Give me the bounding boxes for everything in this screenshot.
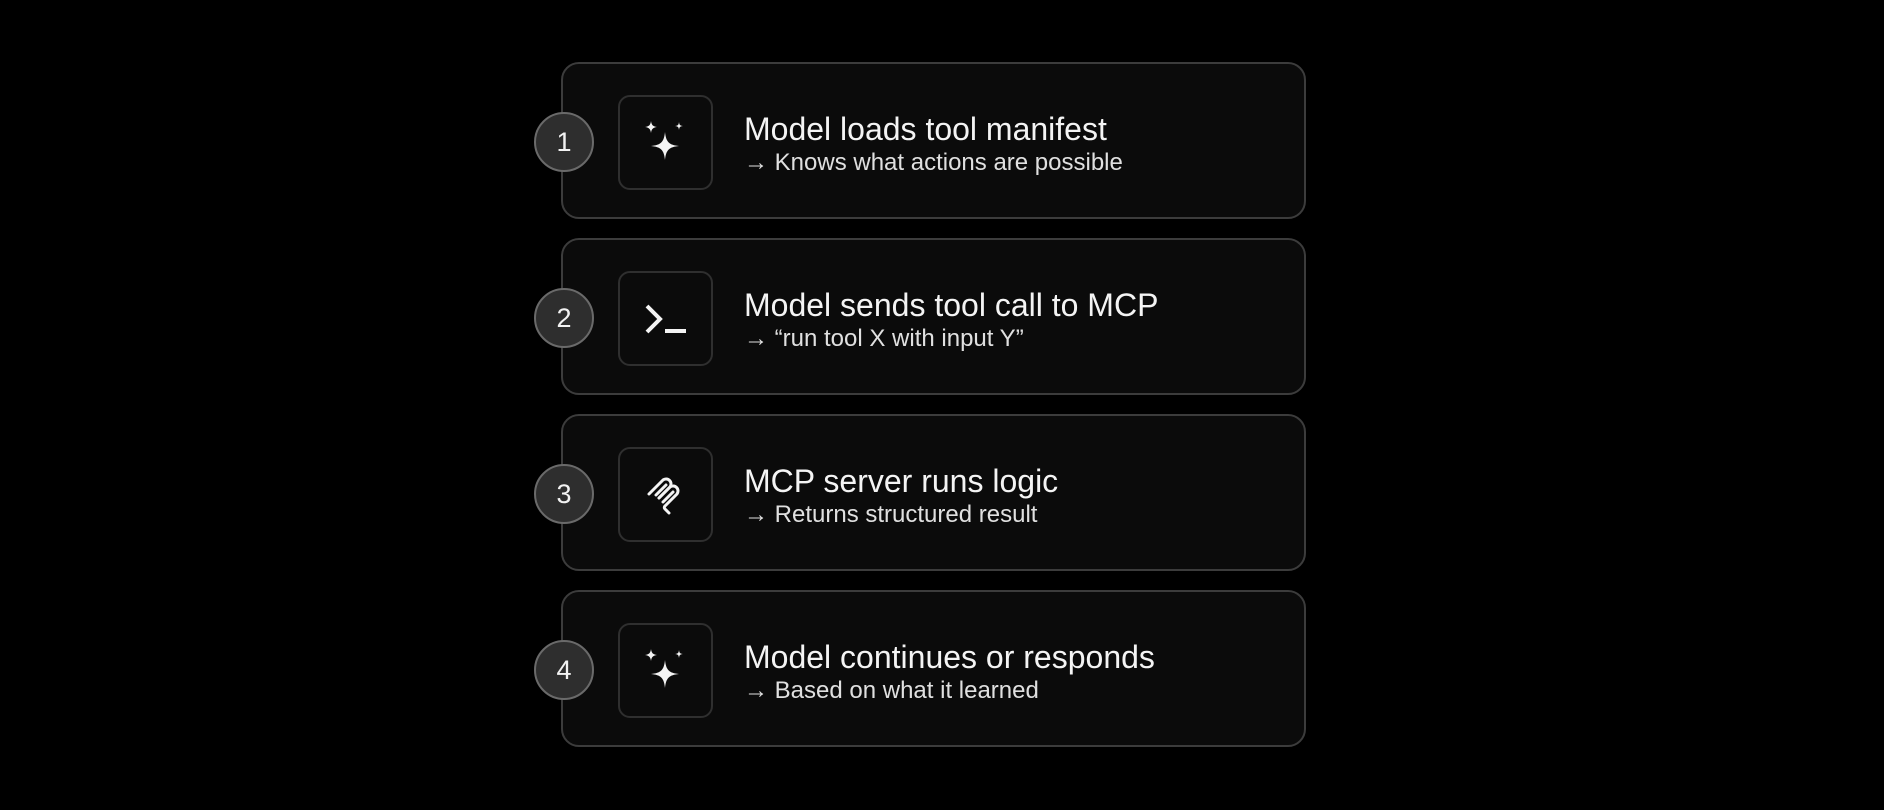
step-title: MCP server runs logic: [744, 463, 1059, 499]
step-number-badge: 2: [534, 288, 594, 348]
step-title: Model sends tool call to MCP: [744, 287, 1159, 323]
step-subtitle: → Knows what actions are possible: [744, 149, 1123, 176]
step-card-2: 2 Model sends tool call to MCP → “run to…: [534, 238, 1306, 395]
sparkles-icon: [644, 120, 683, 160]
terminal-icon: [645, 304, 686, 333]
step-card-4: 4 Model continues or responds → Based on…: [534, 590, 1306, 747]
step-number-badge: 4: [534, 640, 594, 700]
icon-box: [618, 95, 713, 190]
step-subtitle: → “run tool X with input Y”: [744, 325, 1024, 352]
step-subtitle: → Based on what it learned: [744, 677, 1039, 704]
mcp-logo-icon: [647, 477, 679, 514]
step-subtitle: → Returns structured result: [744, 501, 1038, 528]
step-card-1: 1 Model loads tool manifest → Knows what…: [534, 62, 1306, 219]
step-number-badge: 1: [534, 112, 594, 172]
step-card-3: 3 MCP server runs logic → Returns struct…: [534, 414, 1306, 571]
step-title: Model continues or responds: [744, 639, 1155, 675]
icon-box: [618, 447, 713, 542]
step-title: Model loads tool manifest: [744, 111, 1107, 147]
step-number-badge: 3: [534, 464, 594, 524]
icon-box: [618, 623, 713, 718]
icon-box: [618, 271, 713, 366]
sparkles-icon: [644, 648, 683, 688]
